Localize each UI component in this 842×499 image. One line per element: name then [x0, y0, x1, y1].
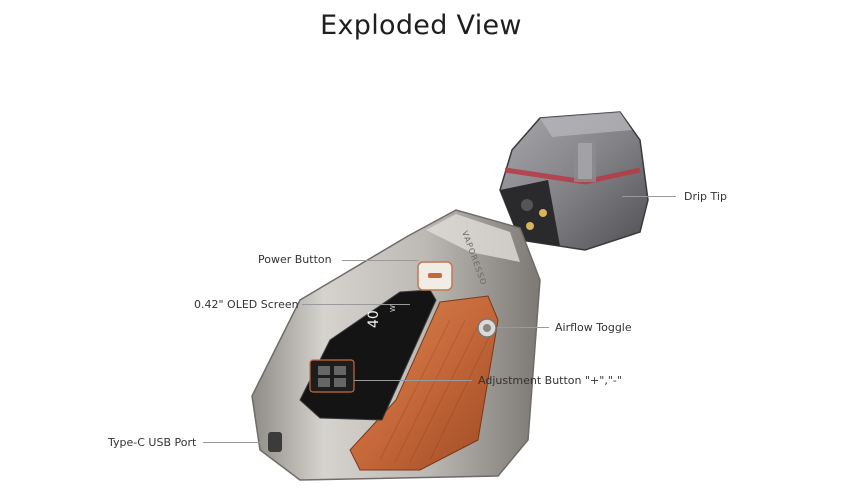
callout-power-button: Power Button	[258, 253, 332, 266]
leader-adjustment-button	[354, 380, 472, 381]
page-title: Exploded View	[320, 10, 522, 41]
leader-airflow-toggle	[497, 327, 549, 328]
leader-usb-port	[203, 442, 268, 443]
device-body	[251, 209, 541, 481]
leader-power-button	[342, 260, 418, 261]
pod-cartridge	[499, 111, 649, 251]
callout-oled-screen: 0.42" OLED Screen	[194, 298, 299, 311]
callout-usb-port: Type-C USB Port	[108, 436, 197, 449]
callout-adjustment-button: Adjustment Button "+","-"	[478, 374, 622, 387]
screen-readout-unit: W	[389, 305, 397, 312]
callout-drip-tip: Drip Tip	[684, 190, 727, 203]
leader-drip-tip	[622, 196, 676, 197]
leader-oled-screen	[302, 304, 410, 305]
screen-readout-value: 40	[366, 310, 382, 328]
callout-airflow-toggle: Airflow Toggle	[555, 321, 632, 334]
